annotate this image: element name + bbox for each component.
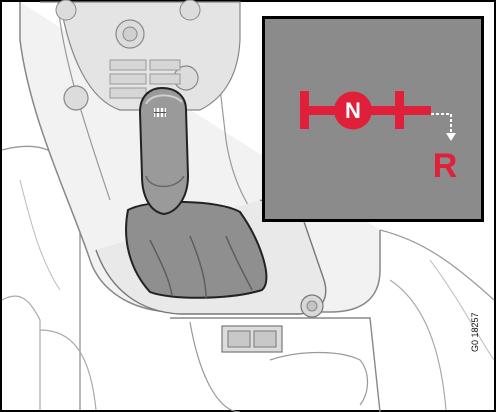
gear-lever-icon bbox=[140, 88, 188, 214]
shift-pattern-inset: N R bbox=[262, 16, 484, 222]
neutral-label: N bbox=[345, 98, 361, 123]
shift-pattern-icon: N R bbox=[265, 19, 481, 219]
figure-reference-code: G0 18257 bbox=[470, 312, 480, 352]
reverse-label: R bbox=[433, 147, 458, 185]
